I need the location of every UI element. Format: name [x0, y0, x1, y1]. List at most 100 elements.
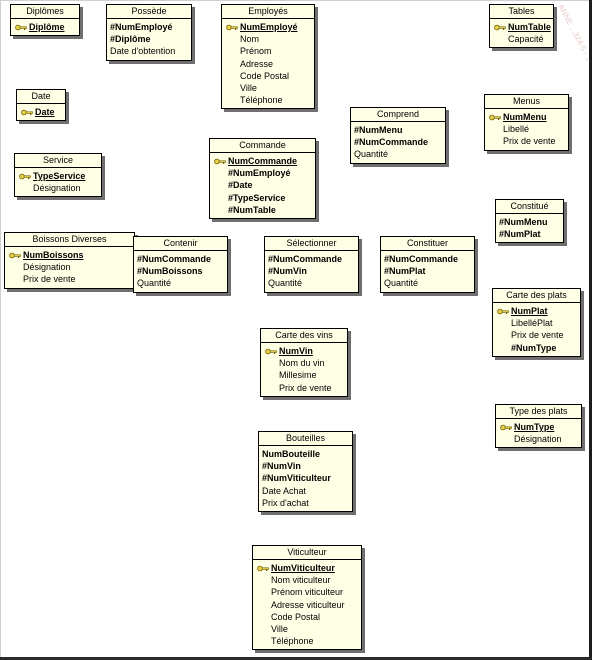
primary-key-attribute: NumBoissons — [8, 249, 131, 261]
primary-key-label: Diplôme — [29, 22, 65, 32]
primary-key-label: NumType — [514, 422, 555, 432]
attribute: LibelléPlat — [511, 318, 553, 329]
entity-attributes: Diplôme — [11, 19, 79, 35]
primary-key-label: NumViticulteur — [271, 563, 335, 573]
attribute: Prix de vente — [503, 136, 556, 147]
key-icon — [265, 348, 277, 355]
primary-key-attribute: NumVin — [264, 345, 344, 357]
foreign-key-attribute: #NumMenu — [499, 217, 548, 227]
foreign-key-attribute: NumBouteille — [262, 449, 321, 459]
primary-key-label: NumBoissons — [23, 250, 84, 260]
primary-key-attribute: NumTable — [493, 21, 551, 33]
key-icon — [19, 173, 31, 180]
attribute: Capacité — [508, 34, 544, 45]
key-icon — [497, 308, 509, 315]
foreign-key-attribute: #NumType — [511, 342, 557, 353]
watermark-text: ANNE ...324-5 - JEAN-MARC BOUDIER ... — [556, 3, 588, 102]
attribute: Nom — [240, 34, 260, 45]
primary-key-attribute: NumViticulteur — [256, 562, 358, 574]
key-icon — [226, 24, 238, 31]
attribute: Quantité — [384, 278, 419, 289]
foreign-key-attribute: #NumBoissons — [137, 266, 203, 277]
watermark: ANNE ...324-5 - JEAN-MARC BOUDIER ... — [556, 3, 588, 102]
entity-title: Tables — [490, 5, 553, 19]
attribute: Prix d'achat — [262, 497, 309, 508]
entity-attributes: #NumMenu#NumPlat — [496, 214, 563, 242]
attribute: Prix de vente — [511, 330, 564, 341]
entity-title: Constituer — [381, 237, 474, 251]
entity-title: Constitué — [496, 200, 563, 214]
attribute: Prénom viticulteur — [271, 587, 344, 598]
primary-key-label: NumVin — [279, 346, 313, 356]
attribute: Téléphone — [240, 95, 283, 106]
attribute: Désignation — [23, 262, 71, 273]
foreign-key-attribute: #NumCommande — [384, 254, 459, 264]
entity-title: Date — [17, 90, 65, 104]
window-edge-right — [589, 0, 592, 660]
entity-title: Comprend — [351, 108, 445, 122]
attribute: Libellé — [503, 124, 530, 135]
attribute: Nom viticulteur — [271, 575, 331, 586]
entity-title: Type des plats — [496, 405, 581, 419]
entity-title: Employés — [222, 5, 314, 19]
primary-key-label: NumEmployé — [240, 22, 298, 32]
key-icon — [9, 252, 21, 259]
foreign-key-attribute: #NumVin — [262, 461, 301, 472]
window-edge-bottom — [0, 657, 592, 660]
foreign-key-attribute: #NumCommande — [354, 137, 429, 148]
attribute: Code Postal — [240, 70, 290, 81]
attribute: Quantité — [268, 278, 303, 289]
key-icon — [494, 24, 506, 31]
attribute: Prix de vente — [23, 274, 76, 285]
primary-key-attribute: NumEmployé — [225, 21, 311, 33]
key-icon — [214, 158, 226, 165]
key-icon — [500, 424, 512, 431]
entity-constitue[interactable]: Constitué#NumMenu#NumPlat — [495, 199, 564, 244]
foreign-key-attribute: #NumViticulteur — [262, 473, 331, 484]
attribute: Quantité — [354, 149, 389, 160]
key-icon — [21, 109, 33, 116]
entity-attributes: NumCommande#NumEmployé#Date#TypeService#… — [210, 153, 315, 218]
primary-key-attribute: TypeService — [18, 170, 98, 182]
attribute: Date d'obtention — [110, 46, 176, 57]
attribute: Prénom — [240, 46, 272, 57]
foreign-key-attribute: #NumEmployé — [228, 168, 291, 179]
key-icon — [15, 24, 27, 31]
attribute: Millesime — [279, 370, 317, 381]
primary-key-label: NumMenu — [503, 112, 547, 122]
entity-title: Bouteilles — [259, 432, 352, 446]
foreign-key-attribute: #NumCommande — [137, 254, 212, 264]
foreign-key-attribute: #NumPlat — [384, 266, 426, 277]
